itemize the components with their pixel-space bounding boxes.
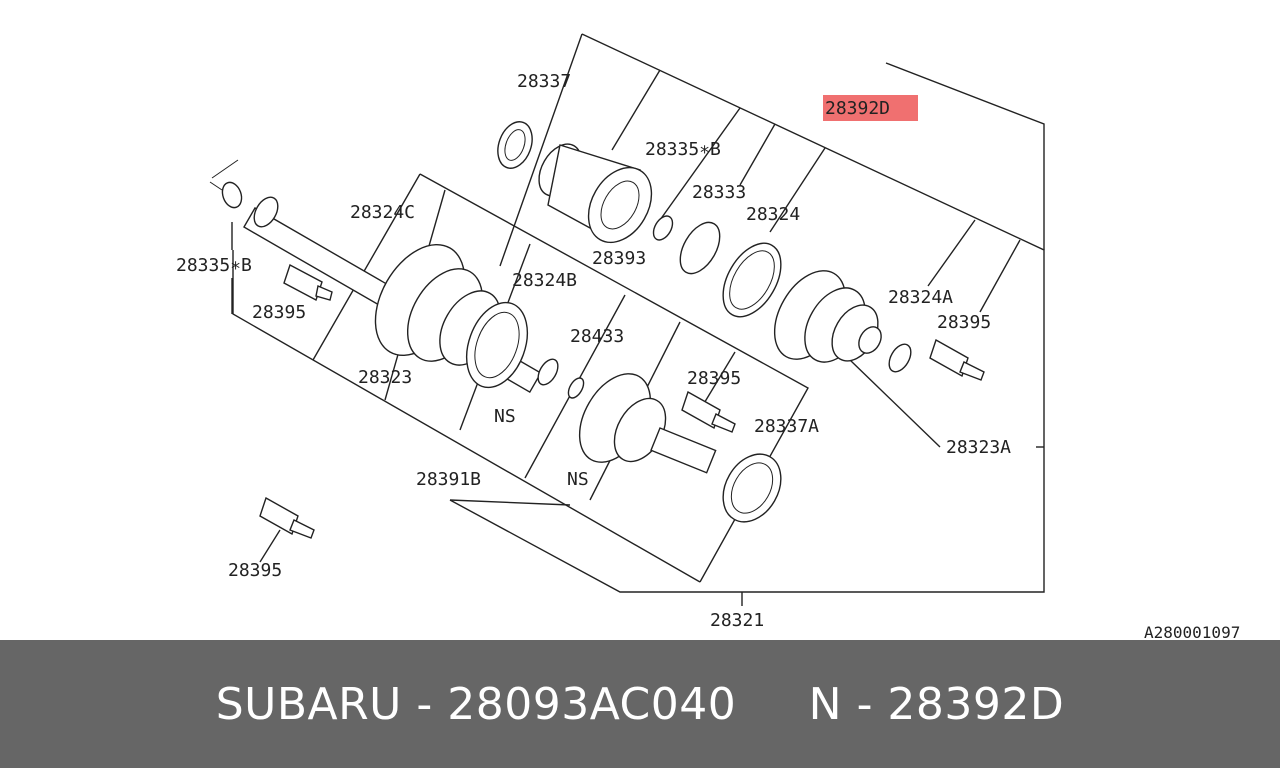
outer-cv-joint <box>578 373 717 474</box>
label-28337: 28337 <box>517 71 571 92</box>
label-28335b-top: 28335∗B <box>645 139 721 160</box>
seal-ring-28337a <box>722 453 782 523</box>
label-28321: 28321 <box>710 610 764 631</box>
label-28324c: 28324C <box>350 202 415 223</box>
part-number-footer: SUBARU - 28093AC040 N - 28392D <box>0 640 1280 768</box>
dust-cap-left <box>283 263 333 302</box>
label-28395-right: 28395 <box>937 312 991 333</box>
label-28324b: 28324B <box>512 270 577 291</box>
boot-band-28324b <box>465 301 529 389</box>
snap-ring-28433 <box>567 377 585 399</box>
label-ns-2: NS <box>567 469 589 490</box>
highlight-28392d <box>823 95 918 121</box>
assembly-frame <box>449 33 1045 606</box>
label-28391b: 28391B <box>416 469 481 490</box>
band-28324 <box>722 242 782 318</box>
label-28395-left: 28395 <box>252 302 306 323</box>
boot-inboard <box>374 243 501 366</box>
label-28393: 28393 <box>592 248 646 269</box>
label-28395-bottom: 28395 <box>228 560 282 581</box>
label-28324: 28324 <box>746 204 800 225</box>
dust-cap-bottom <box>259 496 315 539</box>
label-28333: 28333 <box>692 182 746 203</box>
parts-diagram: 28337 28392D 28335∗B 28333 28324 28324C … <box>176 33 1241 640</box>
dust-cap-mid <box>681 390 736 433</box>
circlip-28335b <box>652 215 674 241</box>
label-28324a: 28324A <box>888 287 953 308</box>
clip-28324a <box>888 343 912 373</box>
label-28335b-left: 28335∗B <box>176 255 252 276</box>
part-number-text: SUBARU - 28093AC040 N - 28392D <box>215 678 1065 730</box>
outer-race-housing <box>538 143 653 244</box>
exploded-view-drawing: 28337 28392D 28335∗B 28333 28324 28324C … <box>176 33 1240 640</box>
label-28323a: 28323A <box>946 437 1011 458</box>
reference-code: A280001097 <box>1144 623 1240 640</box>
label-28323: 28323 <box>358 367 412 388</box>
snap-ring-left <box>209 159 243 209</box>
label-28395-mid: 28395 <box>687 368 741 389</box>
seal-ring-28337 <box>497 121 533 169</box>
boot-outboard <box>773 270 882 363</box>
label-28337a: 28337A <box>754 416 819 437</box>
label-28392d: 28392D <box>825 98 890 119</box>
label-28433: 28433 <box>570 326 624 347</box>
dust-cap-right <box>929 338 985 381</box>
ring-28333 <box>679 221 721 275</box>
label-ns-1: NS <box>494 406 516 427</box>
